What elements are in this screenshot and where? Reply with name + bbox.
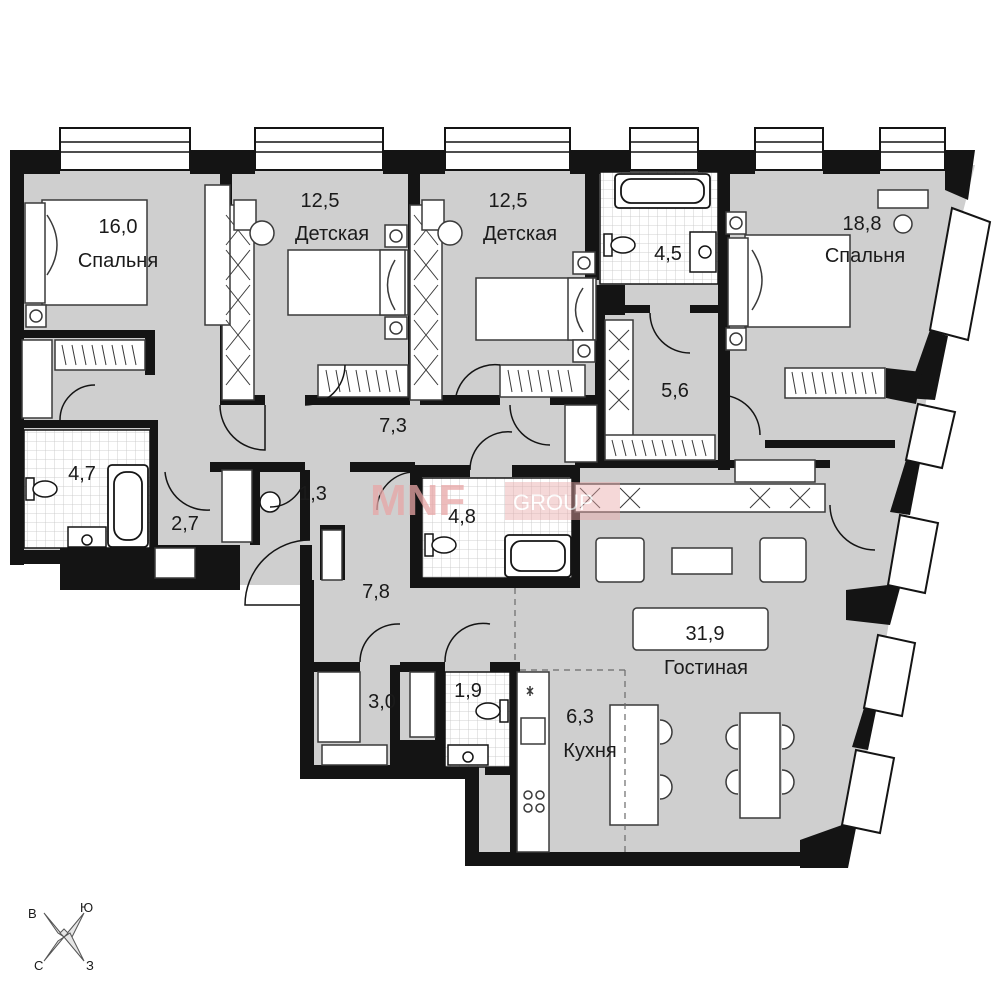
- bedroom-right-name: Спальня: [825, 245, 905, 267]
- side-windows: [840, 206, 992, 835]
- kitchen-name: Кухня: [563, 740, 617, 762]
- door-swings: [59, 312, 876, 663]
- compass-west: З: [86, 958, 94, 973]
- kitchen-area: 6,3: [566, 706, 594, 728]
- living-name: Гостиная: [664, 657, 748, 679]
- kitchen-units: [516, 671, 550, 853]
- living-furniture: [595, 459, 816, 826]
- storage-small-area: 1,3: [299, 483, 327, 505]
- room-labels: 16,0 Спальня 12,5 Детская 12,5 Детская 4…: [68, 190, 905, 762]
- sinks: [67, 231, 717, 766]
- bath-left-area: 4,7: [68, 463, 96, 485]
- wc-area: 1,9: [454, 680, 482, 702]
- bath-top-area: 4,5: [654, 243, 682, 265]
- compass-east: В: [28, 906, 37, 921]
- zone-divider: [514, 588, 626, 852]
- watermark: MNF GROUP: [370, 476, 620, 525]
- storage-area: 3,0: [368, 691, 396, 713]
- watermark-suffix: GROUP: [513, 490, 594, 515]
- compass-rose-icon: [43, 912, 85, 962]
- compass-north: С: [34, 958, 43, 973]
- kids-2-area: 12,5: [489, 190, 528, 212]
- compass: В Ю С З: [28, 900, 94, 973]
- compass-south: Ю: [80, 900, 93, 915]
- toilets: [25, 233, 636, 723]
- wardrobe-area: 5,6: [661, 380, 689, 402]
- bedroom-right-area: 18,8: [843, 213, 882, 235]
- living-area: 31,9: [686, 623, 725, 645]
- desks: [233, 189, 929, 246]
- bathtubs: [107, 173, 711, 578]
- hall-small-area: 2,7: [171, 513, 199, 535]
- wardrobes: [21, 184, 886, 766]
- kids-2-name: Детская: [483, 223, 557, 245]
- corridor-top-area: 7,3: [379, 415, 407, 437]
- bedroom-left-name: Спальня: [78, 250, 158, 272]
- bath-center-area: 4,8: [448, 506, 476, 528]
- bedroom-left-area: 16,0: [99, 216, 138, 238]
- top-windows: [59, 127, 946, 171]
- watermark-brand: MNF: [370, 476, 465, 525]
- hall-area: 7,8: [362, 581, 390, 603]
- kids-1-area: 12,5: [301, 190, 340, 212]
- kids-1-name: Детская: [295, 223, 369, 245]
- bedside-tables: [25, 211, 747, 363]
- beds: [24, 199, 851, 341]
